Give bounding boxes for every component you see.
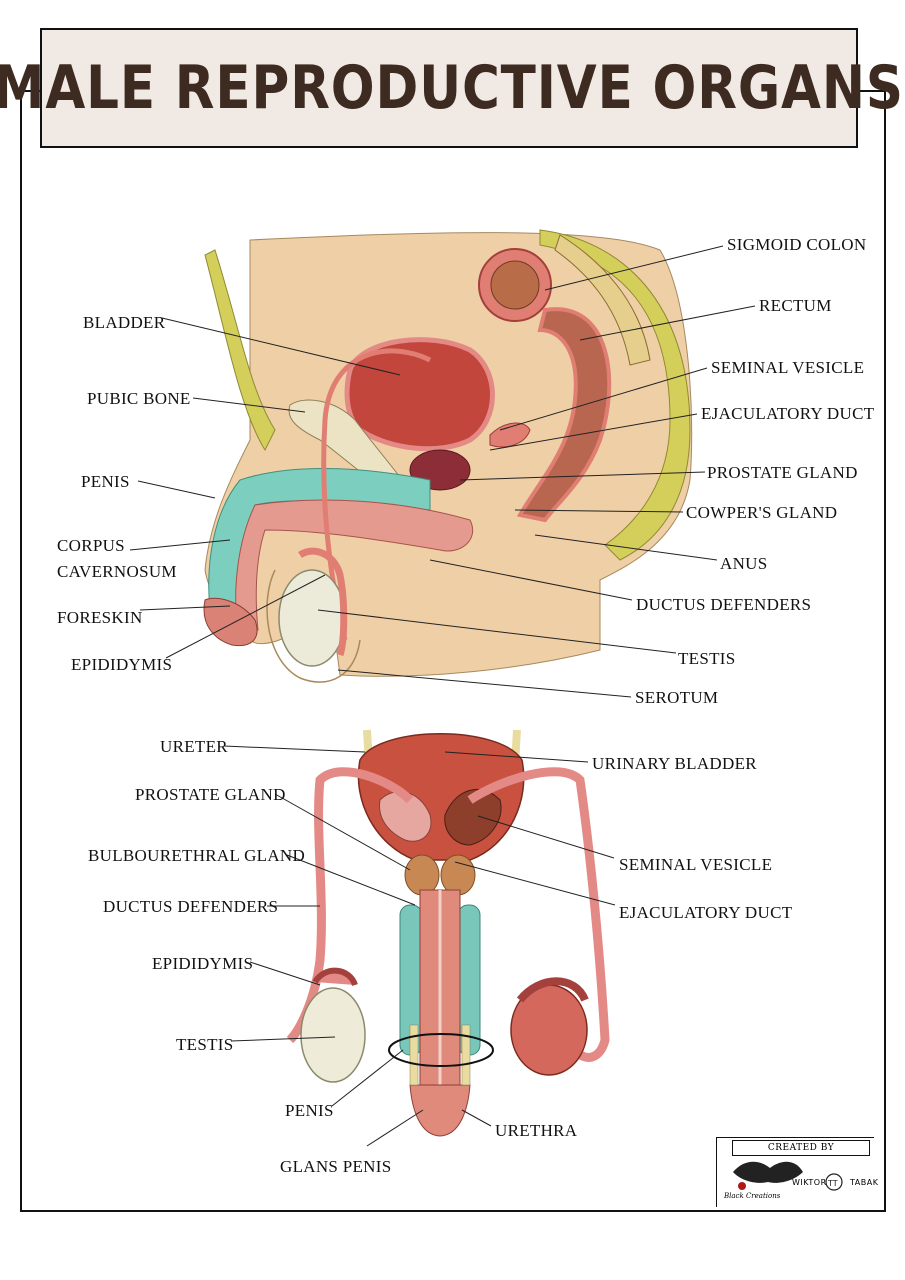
label-cowpers-gland: COWPER'S GLAND bbox=[686, 503, 837, 522]
label-seminal-vesicle-sagittal: SEMINAL VESICLE bbox=[711, 358, 864, 377]
label-penis-frontal: PENIS bbox=[285, 1101, 334, 1120]
label-seminal-vesicle-frontal: SEMINAL VESICLE bbox=[619, 855, 772, 874]
credits-header: CREATED BY bbox=[732, 1140, 870, 1156]
label-ductus-defenders-sagittal: DUCTUS DEFENDERS bbox=[636, 595, 811, 614]
label-rectum: RECTUM bbox=[759, 296, 832, 315]
label-ejaculatory-duct-sagittal: EJACULATORY DUCT bbox=[701, 404, 875, 423]
label-urethra: URETHRA bbox=[495, 1121, 578, 1140]
credits-author-first: WIKTOR bbox=[792, 1178, 827, 1187]
frontal-illustration bbox=[290, 730, 605, 1136]
label-prostate-gland-sagittal: PROSTATE GLAND bbox=[707, 463, 858, 482]
label-bulbourethral-gland: BULBOURETHRAL GLAND bbox=[88, 846, 305, 865]
label-corpus: CORPUS bbox=[57, 536, 125, 555]
label-testis-sagittal: TESTIS bbox=[678, 649, 736, 668]
label-bladder: BLADDER bbox=[83, 313, 166, 332]
label-sigmoid-colon: SIGMOID COLON bbox=[727, 235, 866, 254]
credits-author-last: TABAK bbox=[850, 1178, 878, 1187]
label-ureter: URETER bbox=[160, 737, 228, 756]
label-serotum: SEROTUM bbox=[635, 688, 718, 707]
label-urinary-bladder: URINARY BLADDER bbox=[592, 754, 757, 773]
label-anus: ANUS bbox=[720, 554, 768, 573]
label-ejaculatory-duct-frontal: EJACULATORY DUCT bbox=[619, 903, 793, 922]
sagittal-illustration bbox=[204, 230, 692, 682]
label-pubic-bone: PUBIC BONE bbox=[87, 389, 191, 408]
label-ductus-defenders-frontal: DUCTUS DEFENDERS bbox=[103, 897, 278, 916]
label-foreskin: FORESKIN bbox=[57, 608, 143, 627]
label-glans-penis: GLANS PENIS bbox=[280, 1157, 391, 1176]
label-cavernosum: CAVERNOSUM bbox=[57, 562, 177, 581]
credits-brand: Black Creations bbox=[724, 1192, 780, 1200]
label-epididymis-sagittal: EPIDIDYMIS bbox=[71, 655, 172, 674]
label-penis-sagittal: PENIS bbox=[81, 472, 130, 491]
label-prostate-gland-frontal: PROSTATE GLAND bbox=[135, 785, 286, 804]
label-epididymis-frontal: EPIDIDYMIS bbox=[152, 954, 253, 973]
label-testis-frontal: TESTIS bbox=[176, 1035, 234, 1054]
